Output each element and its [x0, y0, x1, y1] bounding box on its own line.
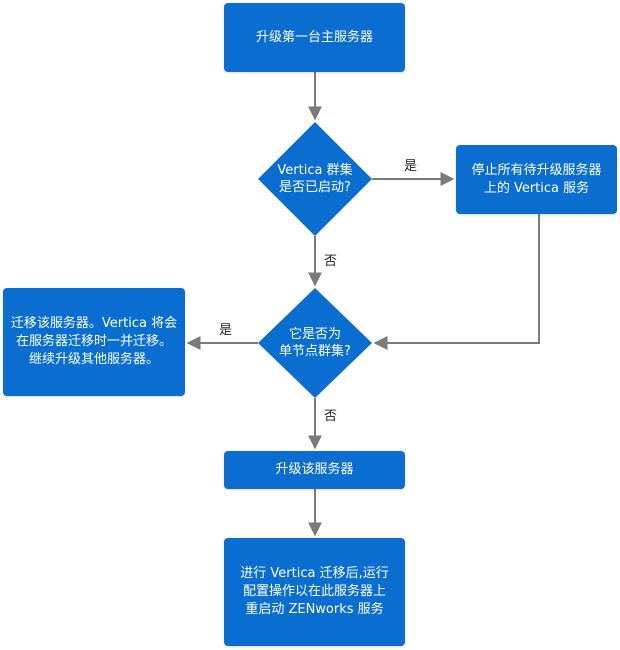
- node-text: 升级该服务器: [275, 462, 354, 477]
- decision-single-label: 它是否为 单节点群集?: [260, 323, 370, 363]
- node-text: 进行 Vertica 迁移后,运行: [240, 566, 389, 581]
- node-stop-vertica-services: 停止所有待升级服务器 上的 Vertica 服务: [456, 145, 617, 214]
- decision-text: 是否已启动?: [279, 180, 351, 195]
- node-restart-zenworks: 进行 Vertica 迁移后,运行 配置操作以在此服务器上 重启动 ZENwor…: [224, 538, 405, 646]
- edge-label-running-yes: 是: [404, 159, 418, 174]
- decision-text: Vertica 群集: [277, 163, 353, 178]
- node-migrate-server: 迁移该服务器。Vertica 将会 在服务器迁移时一并迁移。 继续升级其他服务器…: [3, 288, 185, 396]
- decision-running-diamond: [258, 122, 372, 236]
- arrow-stop-to-decision: [373, 214, 540, 350]
- edge-label-single-yes: 是: [219, 323, 233, 338]
- node-upgrade-first-server: 升级第一台主服务器: [224, 3, 405, 72]
- node-text: 配置操作以在此服务器上: [242, 584, 386, 599]
- decision-single-diamond: [258, 288, 372, 398]
- node-text: 重启动 ZENworks 服务: [245, 602, 384, 617]
- node-text: 在服务器迁移时一并迁移。: [15, 334, 172, 349]
- node-text: 迁移该服务器。Vertica 将会: [10, 316, 178, 331]
- node-text: 升级第一台主服务器: [255, 29, 373, 45]
- node-text: 停止所有待升级服务器: [471, 162, 602, 178]
- decision-running-label: Vertica 群集 是否已启动?: [260, 159, 370, 199]
- node-text: 上的 Vertica 服务: [483, 180, 590, 196]
- node-text: 继续升级其他服务器。: [28, 352, 159, 367]
- edge-label-running-no: 否: [324, 254, 338, 269]
- node-upgrade-this-server: 升级该服务器: [224, 451, 405, 489]
- decision-text: 单节点群集?: [279, 344, 351, 359]
- edge-label-single-no: 否: [324, 409, 338, 424]
- decision-text: 它是否为: [288, 327, 341, 342]
